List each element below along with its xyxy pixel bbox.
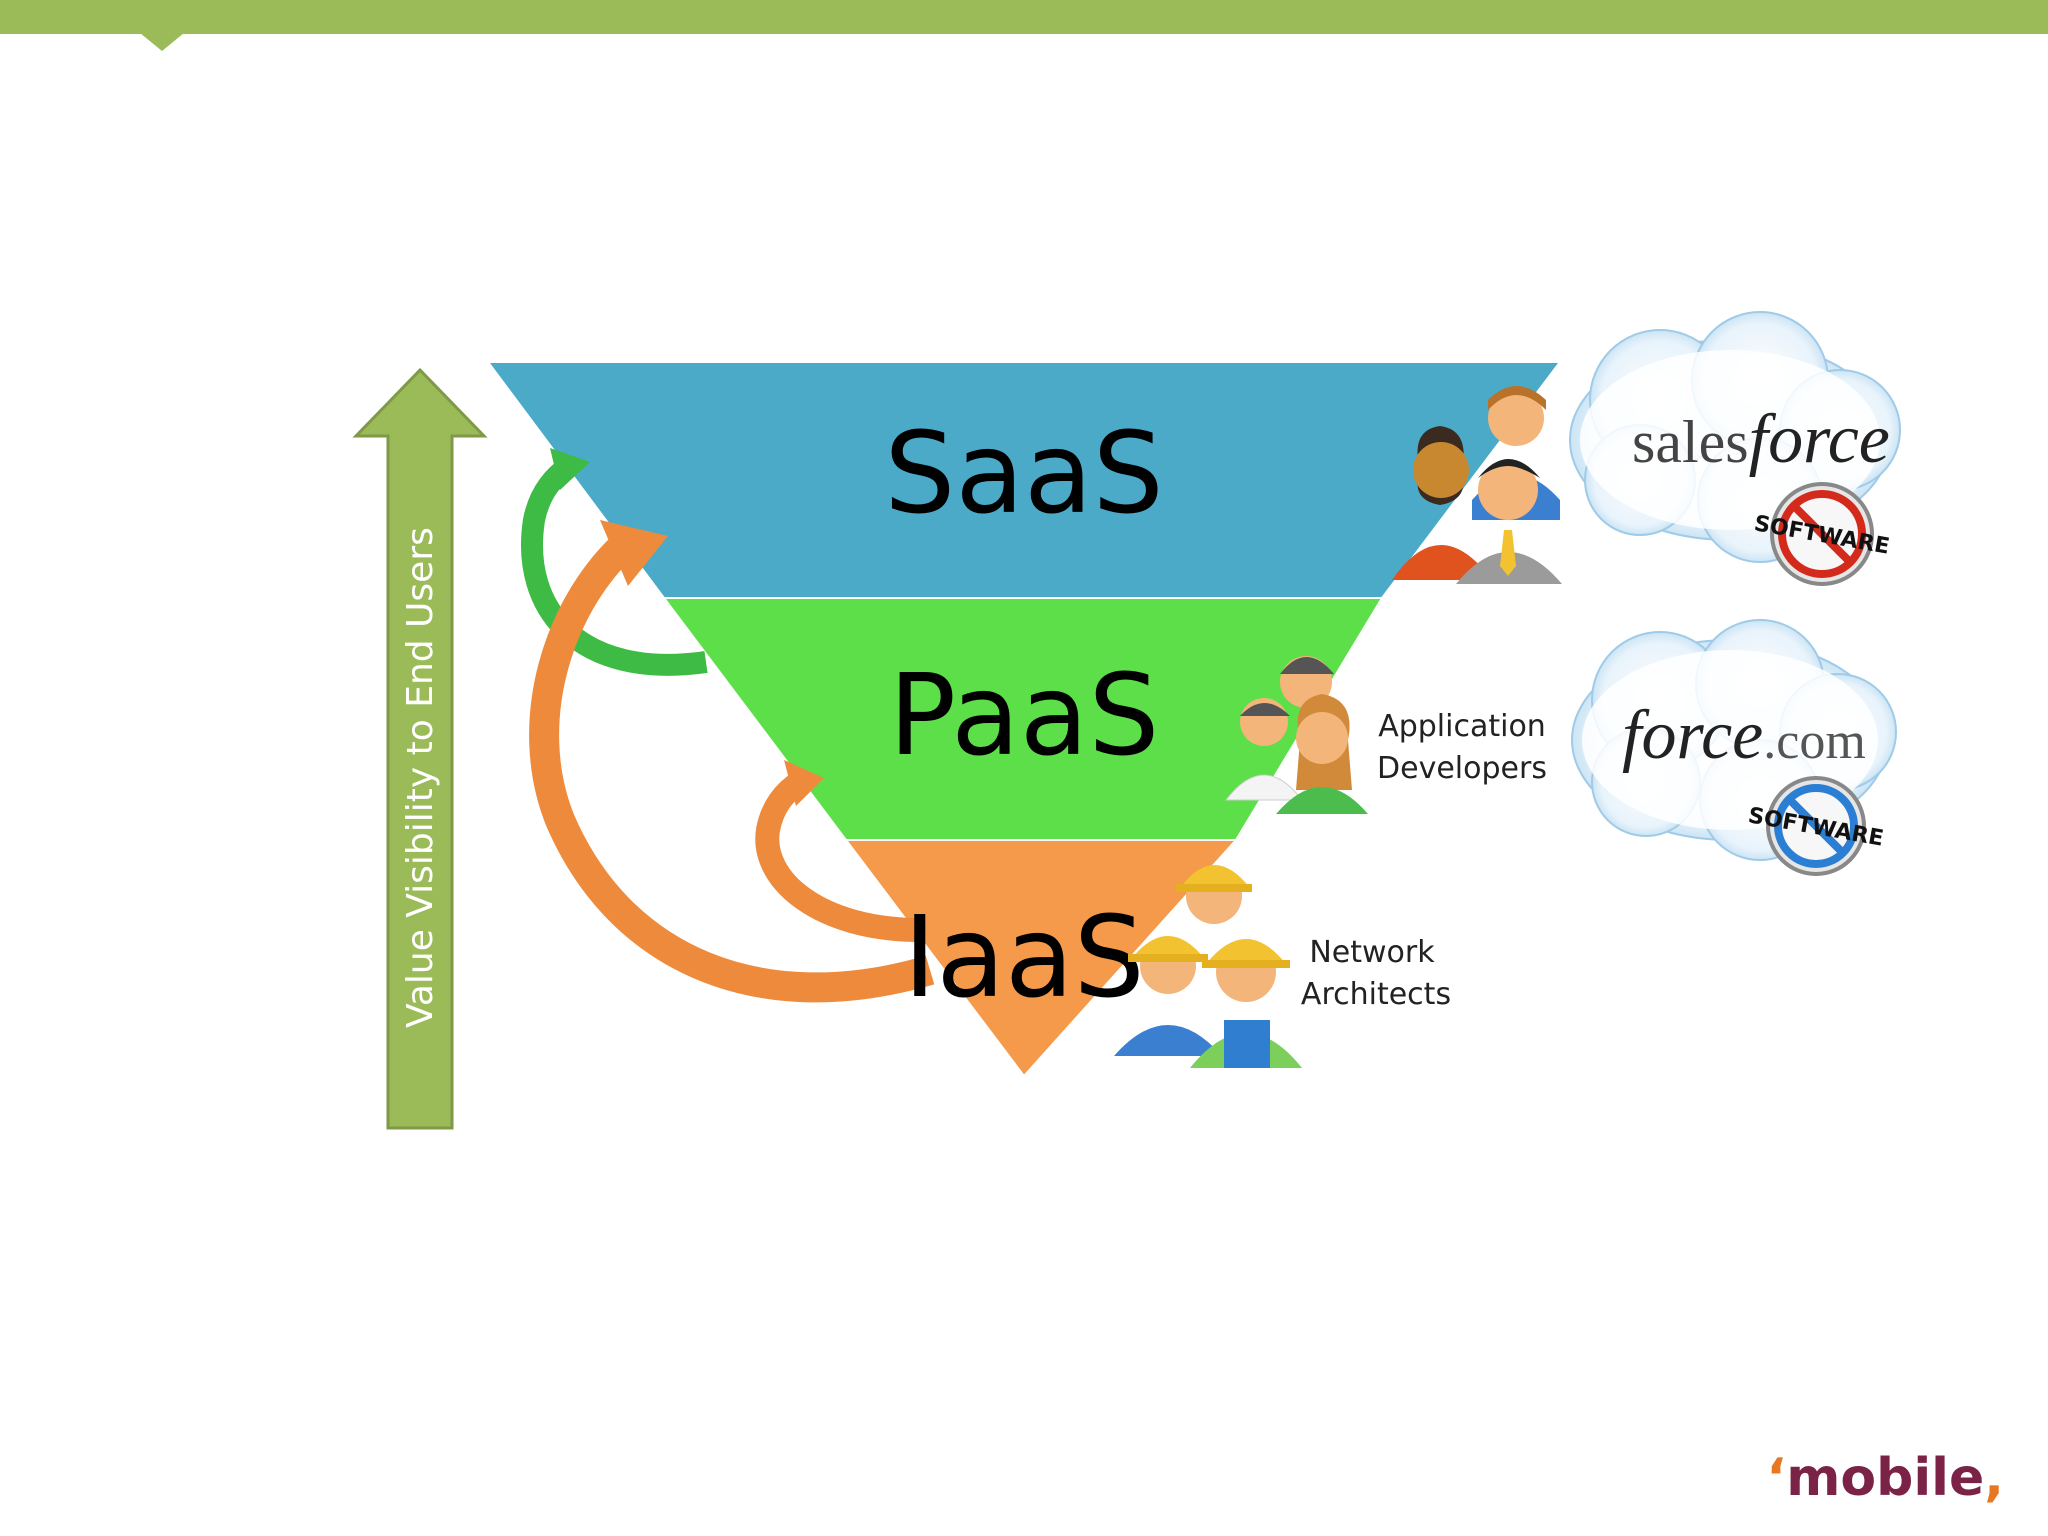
orange-short-curved-arrow [755, 771, 921, 942]
brand-quote-open-icon: ‘ [1766, 1448, 1787, 1508]
salesforce-wordmark: salesforce [1632, 401, 1890, 478]
orange-short-arrowhead [784, 760, 824, 806]
no-software-badge-blue: SOFTWARE [1746, 776, 1885, 876]
axis-label: Value Visibility to End Users [400, 527, 441, 1028]
forcecom-cloud-logo: force.com SOFTWARE [1571, 619, 1897, 876]
orange-long-curved-arrow [529, 528, 935, 1003]
green-arrowhead [550, 448, 590, 490]
salesforce-cloud-logo: salesforce SOFTWARE [1569, 311, 1901, 586]
developers-icon [1224, 656, 1368, 814]
developers-label-line2: Developers [1377, 751, 1547, 786]
network-label-line2: Architects [1301, 977, 1451, 1012]
top-banner [0, 0, 2048, 34]
orange-long-arrowhead [600, 520, 668, 586]
developers-label-line1: Application [1378, 709, 1546, 744]
value-visibility-arrow: Value Visibility to End Users [352, 367, 488, 1130]
no-software-badge: SOFTWARE [1752, 482, 1891, 586]
green-curved-arrow [521, 456, 708, 676]
iaas-label: IaaS [903, 893, 1144, 1023]
brand-quote-close-icon: , [1984, 1448, 2004, 1508]
curved-arrows [521, 448, 935, 1003]
brand-name: mobile [1786, 1448, 1985, 1508]
brand-logo: ‘mobile, [1766, 1448, 2004, 1508]
banner-notch [140, 33, 184, 51]
forcecom-wordmark: force.com [1622, 697, 1866, 774]
saas-label: SaaS [884, 409, 1163, 539]
network-architects-icon [1114, 865, 1302, 1068]
network-label-line1: Network [1309, 935, 1435, 970]
end-users-icon [1392, 386, 1562, 584]
paas-label: PaaS [889, 651, 1160, 781]
